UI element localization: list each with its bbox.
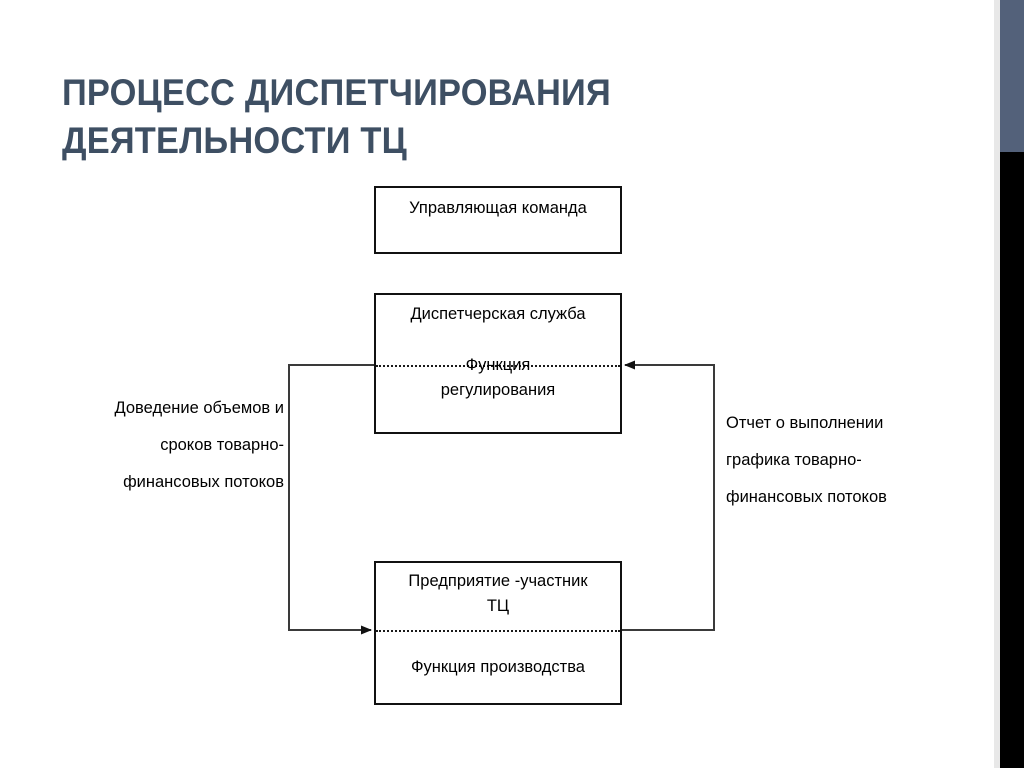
edge-downstream: [288, 364, 374, 635]
rail-gutter: [994, 0, 1000, 768]
rail-top-band: [1000, 0, 1024, 152]
edge-label-downstream: Доведение объемов и сроков товарно- фина…: [114, 399, 284, 491]
node-management-team-title: Управляющая команда: [409, 199, 587, 217]
node-dispatch-service-function: Функция регулирования: [440, 356, 556, 399]
node-member-enterprise-title: Предприятие -участник ТЦ: [408, 572, 588, 615]
node-member-enterprise-function: Функция производства: [411, 658, 585, 676]
page-title-line-2: деятельности ТЦ: [62, 119, 407, 161]
edge-label-upstream: Отчет о выполнении графика товарно- фина…: [726, 414, 887, 506]
node-member-enterprise-divider: [376, 630, 620, 632]
node-dispatch-service[interactable]: Диспетчерская служба Функция регулирован…: [374, 293, 622, 434]
node-management-team[interactable]: Управляющая команда: [374, 186, 622, 254]
decorative-rail: [994, 0, 1024, 768]
page-title: Процесс диспетчирования деятельности ТЦ: [62, 69, 769, 165]
node-dispatch-service-title: Диспетчерская служба: [410, 305, 586, 323]
node-dispatch-service-divider: [376, 365, 620, 367]
edge-upstream: [622, 360, 715, 631]
page-title-line-1: Процесс диспетчирования: [62, 71, 611, 113]
rail-bottom-band: [1000, 152, 1024, 768]
node-member-enterprise[interactable]: Предприятие -участник ТЦ Функция произво…: [374, 561, 622, 705]
